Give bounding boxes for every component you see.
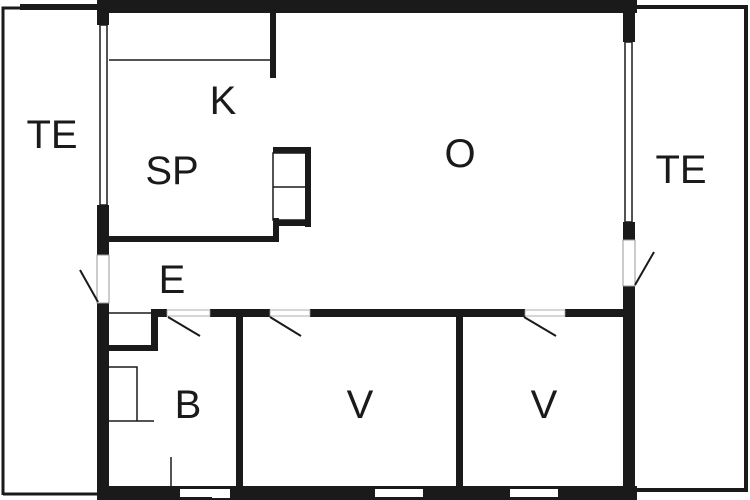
interior-walls xyxy=(109,309,627,489)
outer-walls xyxy=(97,0,637,500)
room-label-entry: E xyxy=(158,258,186,302)
room-label-bedroom-1: V xyxy=(346,383,374,427)
bath-fixtures xyxy=(109,366,172,486)
door-swings xyxy=(167,316,557,337)
kitchen-walls xyxy=(109,10,311,242)
terrace-left-outline xyxy=(1,4,100,496)
room-label-sp: SP xyxy=(145,149,199,193)
room-label-terrace-left: TE xyxy=(26,113,78,157)
room-label-bedroom-2: V xyxy=(530,383,558,427)
windows xyxy=(99,24,633,498)
terrace-door xyxy=(622,239,655,287)
room-label-kitchen: K xyxy=(209,79,237,123)
terrace-right-outline xyxy=(634,5,748,492)
room-label-bath: B xyxy=(174,383,202,427)
room-label-terrace-right: TE xyxy=(655,148,707,192)
entrance-door xyxy=(79,254,110,304)
room-label-living: O xyxy=(444,132,476,176)
